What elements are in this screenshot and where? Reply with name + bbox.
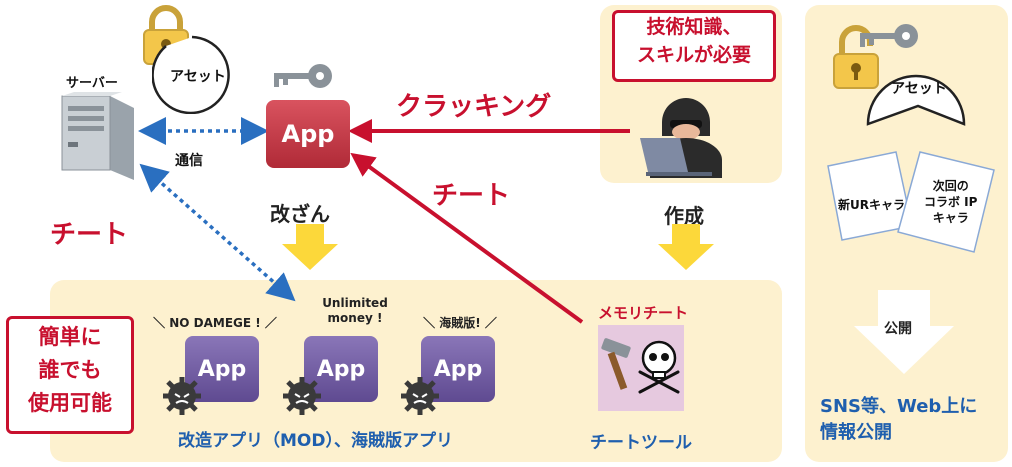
virus-icon	[283, 377, 321, 415]
asset-circle-cut	[866, 74, 966, 126]
skill-required-box: 技術知識、 スキルが必要	[612, 10, 776, 82]
cheat-label-left: チート	[50, 220, 129, 250]
tampering-label: 改ざん	[270, 202, 330, 226]
hammer-icon	[601, 338, 631, 390]
mod-tag-3: ＼ 海賊版! ／	[410, 316, 510, 331]
easy-line-1: 簡単に	[38, 325, 102, 349]
key-icon	[274, 64, 332, 88]
tampering-arrow	[282, 224, 338, 270]
sns-line-2: 情報公開	[820, 422, 892, 443]
sns-label: SNS等、Web上に 情報公開	[820, 394, 977, 446]
mod-tag-2-line1: Unlimited	[322, 296, 388, 310]
doc-label-2-line2: コラボ IP	[924, 195, 978, 209]
create-arrow	[658, 224, 714, 270]
easy-to-use-box: 簡単に 誰でも 使用可能	[6, 316, 134, 434]
cheat-label-middle: チート	[432, 181, 511, 211]
communication-label: 通信	[175, 153, 203, 169]
server-label: サーバー	[66, 76, 118, 91]
skull-icon	[638, 340, 680, 394]
doc-label-2-line3: キャラ	[932, 211, 969, 225]
skill-line-2: スキルが必要	[636, 44, 751, 66]
server-icon	[61, 92, 134, 180]
sns-line-1: SNS等、Web上に	[820, 396, 978, 417]
mod-tag-1-line1: ＼ NO DAMEGE ! ／	[153, 316, 277, 330]
publish-label: 公開	[884, 321, 912, 337]
mod-tag-2: Unlimited money !	[300, 296, 410, 326]
asset-label-right: アセット	[891, 81, 947, 97]
asset-circle	[152, 35, 230, 114]
app-icon-original: App	[266, 100, 350, 168]
mod-apps-label: 改造アプリ（MOD）、海賊版アプリ	[178, 431, 453, 451]
doc-label-2: 次回の コラボ IP キャラ	[924, 178, 977, 226]
app-icon-mod-1: App	[185, 336, 259, 402]
virus-icon	[401, 377, 439, 415]
skill-line-1: 技術知識、	[646, 16, 742, 38]
mod-tag-3-line1: ＼ 海賊版! ／	[423, 316, 497, 330]
cheat-tool-label: チートツール	[590, 433, 692, 453]
key-icon	[860, 24, 918, 48]
mod-tag-1: ＼ NO DAMEGE ! ／	[150, 316, 280, 331]
document-icon	[897, 151, 995, 253]
mod-tag-2-line2: money !	[327, 311, 383, 325]
app-icon-mod-3: App	[421, 336, 495, 402]
easy-line-3: 使用可能	[28, 391, 112, 415]
app-icon-mod-2: App	[304, 336, 378, 402]
memory-cheat-label: メモリチート	[598, 304, 689, 322]
asset-label-top: アセット	[170, 69, 226, 85]
open-padlock-icon	[833, 25, 879, 89]
cracking-label: クラッキング	[396, 92, 552, 122]
easy-line-2: 誰でも	[38, 358, 102, 382]
hacker-icon	[640, 98, 722, 178]
doc-label-1: 新URキャラ	[838, 198, 905, 212]
virus-icon	[163, 377, 201, 415]
doc-label-2-line1: 次回の	[932, 179, 969, 193]
publish-arrow	[854, 290, 954, 374]
